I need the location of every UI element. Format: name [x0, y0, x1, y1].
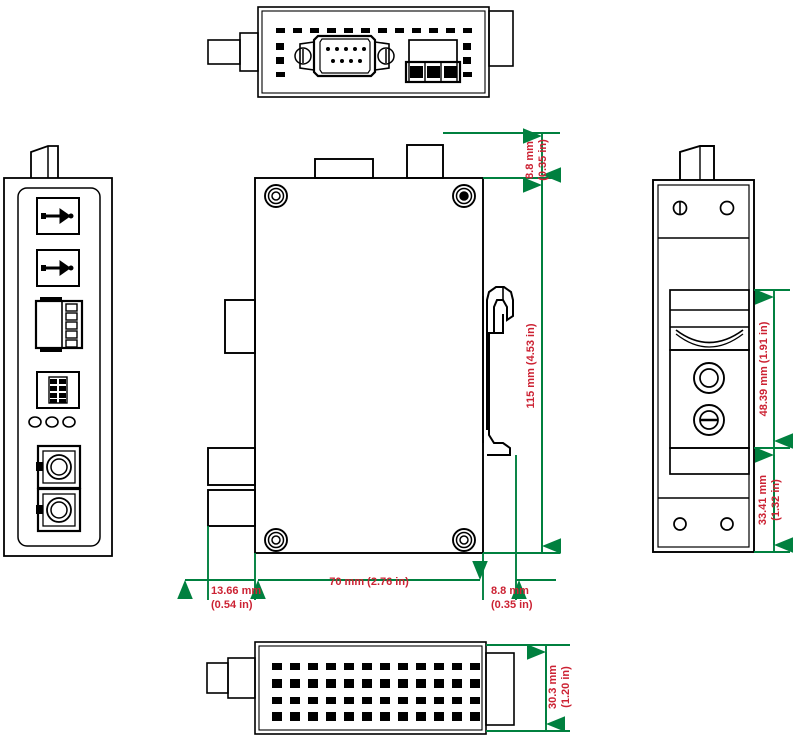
main-din-rail-clip [482, 286, 514, 456]
dim-text-left-offset-mm: 13.66 mm [211, 585, 261, 597]
dim-text-top-gap-mm: 8.8 mm [524, 141, 536, 179]
top-view [207, 6, 514, 98]
dim-text-height: 115 mm (4.53 in) [525, 323, 537, 408]
bottom-view [206, 641, 515, 735]
dim-text-width: 70 mm (2.76 in) [329, 576, 409, 588]
main-side-view [207, 144, 514, 554]
top-view-vent-side-left [276, 43, 285, 77]
bottom-view-left-tab [206, 662, 229, 694]
ethernet-port-lower [36, 249, 80, 287]
terminal-block-3pin-top [404, 39, 462, 84]
db9-screw-right-icon [377, 47, 395, 65]
top-view-vent-side-right [463, 43, 472, 77]
dim-text-left-offset-in: (0.54 in) [211, 599, 253, 611]
dimension-lines [177, 128, 793, 732]
dimension-texts: 8.8 mm (0.35 in) 115 mm (4.53 in) 13.66 … [211, 139, 782, 709]
main-corner-screw-br [452, 528, 476, 552]
main-left-protrusion-upper [224, 299, 256, 354]
led-indicator-group [28, 416, 76, 428]
bottom-view-inner-face [258, 645, 483, 731]
ethernet-port-upper [36, 197, 80, 235]
top-view-inner-face [261, 10, 486, 94]
dim-text-right-offset-in: (0.35 in) [491, 599, 533, 611]
dim-text-top-gap-in: (0.35 in) [537, 139, 549, 181]
fiber-sc-connector-upper [36, 444, 82, 490]
dim-text-depth-mm: 30.3 mm [547, 665, 559, 709]
dim-text-clip-lower-in: (1.32 in) [770, 479, 782, 521]
main-left-protrusion-lower [207, 489, 256, 527]
main-corner-screw-tl [264, 184, 288, 208]
right-side-hole-lower [693, 404, 725, 436]
dip-switch-4pos [36, 371, 80, 409]
right-side-din-clip-assembly [669, 289, 750, 475]
right-side-top-screws [672, 200, 735, 216]
dim-text-clip-upper: 48.39 mm (1.91 in) [758, 321, 770, 416]
db9-serial-connector [294, 34, 395, 78]
dim-text-right-offset-mm: 8.8 mm [491, 585, 529, 597]
left-panel-view [3, 145, 113, 557]
top-view-right-flange [488, 10, 514, 67]
bottom-view-vent-grid [272, 663, 480, 721]
bottom-view-right-flange [485, 652, 515, 726]
right-side-view [652, 145, 755, 553]
main-left-protrusion-mid [207, 447, 256, 486]
top-view-vent-row [276, 28, 472, 33]
dim-text-clip-lower-mm: 33.41 mm [757, 475, 769, 525]
db9-screw-left-icon [294, 47, 312, 65]
main-corner-screw-bl [264, 528, 288, 552]
main-top-tab-narrow [406, 144, 444, 179]
fiber-sc-connector-lower [36, 487, 82, 533]
right-side-outline [652, 179, 755, 553]
right-side-hole-upper [693, 362, 725, 394]
main-top-tab-wide [314, 158, 374, 179]
main-corner-screw-tr [452, 184, 476, 208]
top-view-left-tab [207, 39, 241, 65]
right-side-bottom-screws [673, 517, 734, 531]
dim-text-depth-in: (1.20 in) [560, 666, 572, 708]
terminal-block-5pin [34, 297, 84, 352]
left-panel-face [17, 187, 101, 547]
